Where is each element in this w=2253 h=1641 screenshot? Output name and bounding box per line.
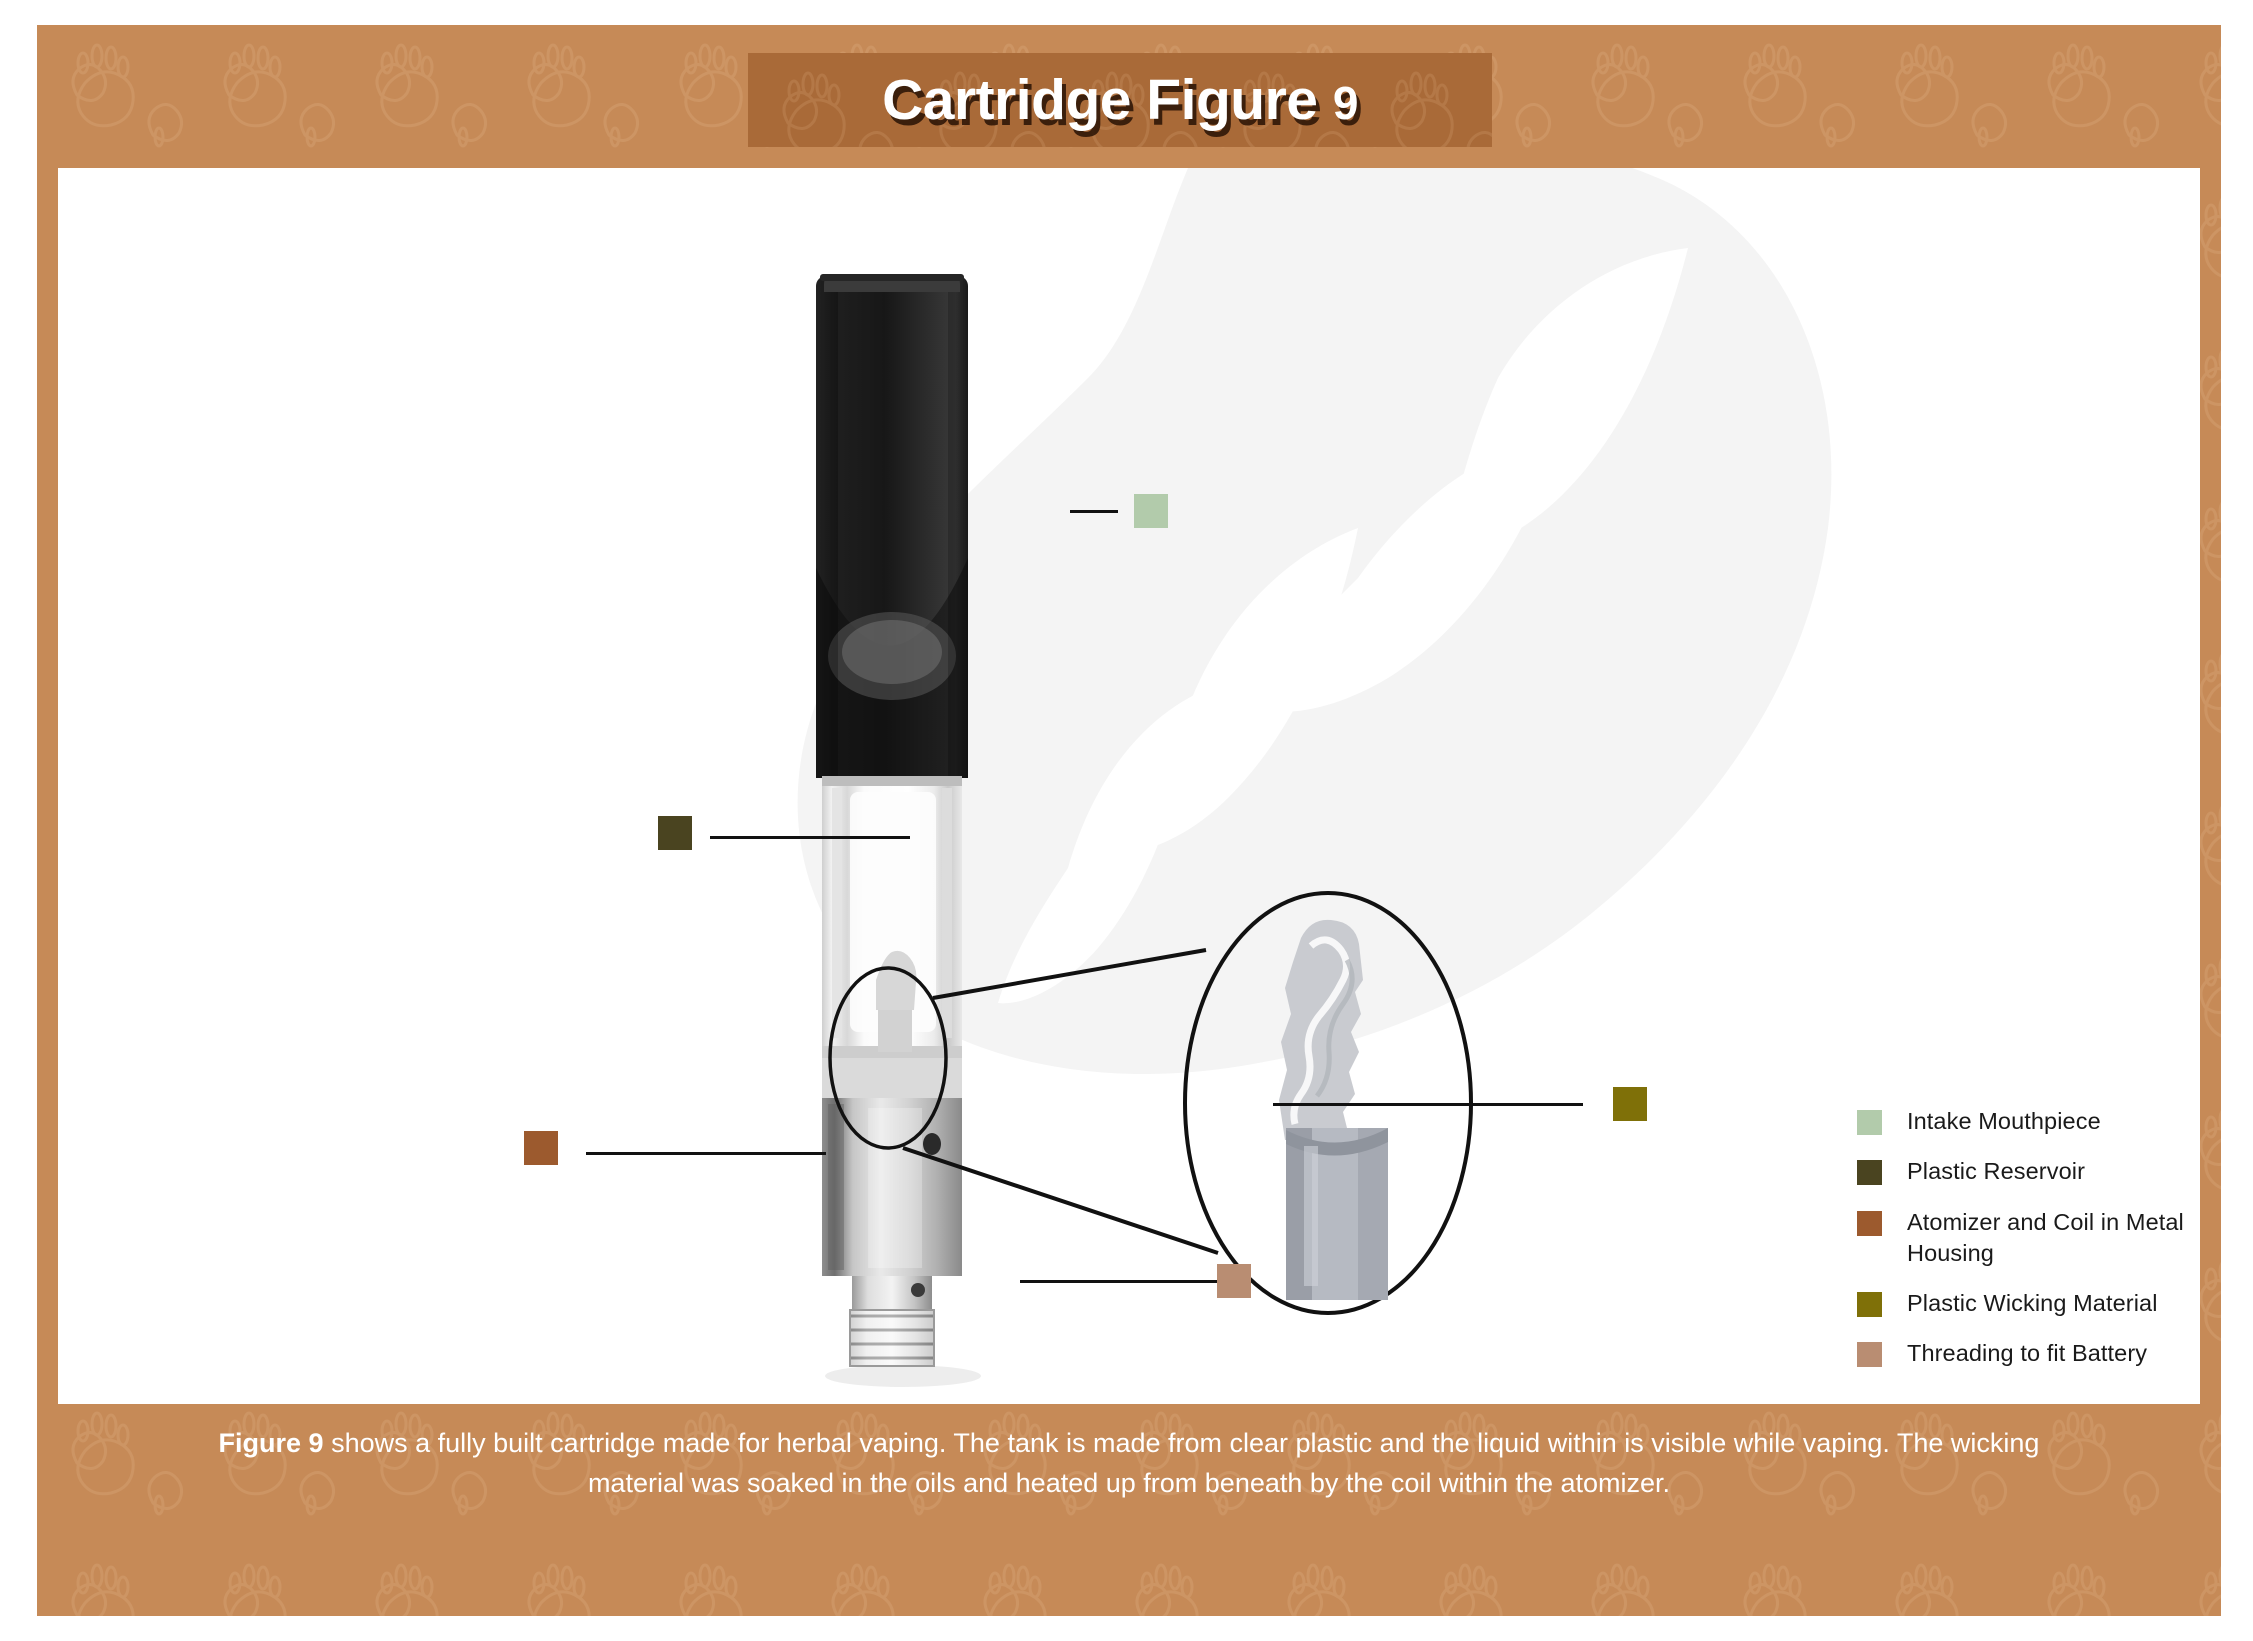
figure-content-area: Intake Mouthpiece Plastic Reservoir Atom…	[58, 168, 2200, 1404]
callout-line-threading-to-fit-battery	[1020, 1280, 1220, 1283]
callout-swatch-intake-mouthpiece[interactable]	[1134, 494, 1168, 528]
callout-line-intake-mouthpiece	[1070, 510, 1118, 513]
legend-item-plastic-wicking-material[interactable]: Plastic Wicking Material	[1857, 1288, 2187, 1319]
figure-caption: Figure 9 shows a fully built cartridge m…	[58, 1424, 2200, 1504]
legend-label-plastic-reservoir: Plastic Reservoir	[1907, 1158, 2085, 1185]
legend-swatch-atomizer-and-coil	[1857, 1210, 1882, 1236]
legend-label-plastic-wicking-material: Plastic Wicking Material	[1907, 1290, 2158, 1316]
callout-swatch-plastic-wicking-material[interactable]	[1613, 1087, 1647, 1121]
figure-caption-lead: Figure 9	[218, 1428, 324, 1458]
callout-line-plastic-wicking-material	[1273, 1103, 1583, 1106]
wick-closeup-illustration	[1279, 919, 1388, 1300]
figure-caption-body: shows a fully built cartridge made for h…	[323, 1428, 2040, 1498]
legend-item-threading-to-fit-battery[interactable]: Threading to fit Battery	[1857, 1338, 2187, 1369]
callout-line-atomizer-and-coil	[586, 1152, 826, 1155]
legend-swatch-plastic-wicking-material	[1857, 1292, 1882, 1317]
legend-swatch-threading-to-fit-battery	[1857, 1342, 1882, 1368]
page-title-number: 9	[1332, 76, 1359, 129]
legend-label-intake-mouthpiece: Intake Mouthpiece	[1907, 1108, 2101, 1134]
legend-label-threading-to-fit-battery: Threading to fit Battery	[1907, 1340, 2148, 1367]
callout-line-plastic-reservoir	[710, 836, 910, 839]
legend-item-atomizer-and-coil[interactable]: Atomizer and Coil in Metal Housing	[1857, 1207, 2187, 1270]
legend: Intake Mouthpiece Plastic Reservoir Atom…	[1857, 1106, 2187, 1389]
callout-swatch-atomizer-and-coil[interactable]	[524, 1131, 558, 1165]
legend-item-plastic-reservoir[interactable]: Plastic Reservoir	[1857, 1156, 2187, 1187]
banner-pattern-watermark	[748, 53, 1492, 147]
title-banner: Cartridge Figure 9	[748, 53, 1492, 147]
callout-swatch-threading-to-fit-battery[interactable]	[1217, 1264, 1251, 1298]
page-title-text: Cartridge Figure	[882, 67, 1318, 132]
legend-label-atomizer-and-coil: Atomizer and Coil in Metal Housing	[1907, 1208, 2184, 1266]
legend-swatch-intake-mouthpiece	[1857, 1110, 1882, 1135]
page-title: Cartridge Figure 9	[882, 71, 1359, 129]
legend-swatch-plastic-reservoir	[1857, 1160, 1882, 1186]
cartridge-photo	[808, 268, 1038, 1388]
callout-swatch-plastic-reservoir[interactable]	[658, 816, 692, 850]
legend-item-intake-mouthpiece[interactable]: Intake Mouthpiece	[1857, 1106, 2187, 1137]
